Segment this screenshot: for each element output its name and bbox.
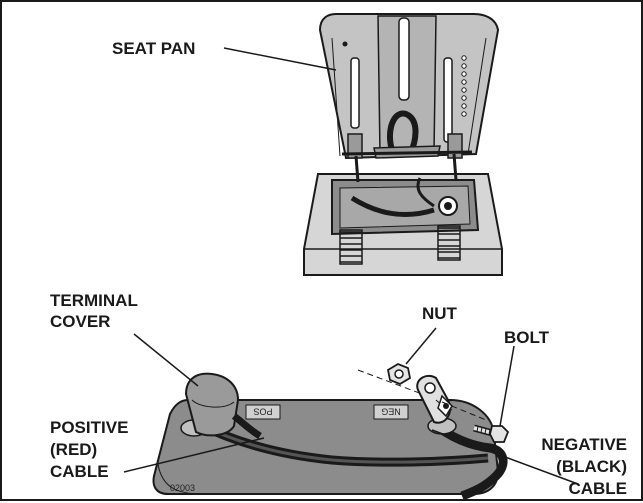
leader-bolt [499, 345, 515, 427]
battery-illustration: POS NEG 02003 [152, 362, 510, 501]
label-positive-line3: CABLE [50, 462, 109, 481]
seat-compartment-illustration [303, 13, 503, 276]
assembly-axis-line [357, 369, 487, 421]
label-bolt: BOLT [504, 328, 550, 347]
label-nut: NUT [422, 304, 457, 323]
label-terminal-cover-line2: COVER [50, 312, 111, 331]
neg-marking: NEG [381, 407, 401, 417]
pos-marking: POS [253, 407, 272, 417]
leader-nut [405, 327, 437, 365]
label-terminal-cover-line1: TERMINAL [50, 291, 138, 310]
seat-spring-right [437, 225, 461, 261]
label-positive-line2: (RED) [50, 440, 98, 459]
leader-terminal-cover [133, 333, 199, 387]
label-positive-line1: POSITIVE [50, 418, 129, 437]
leader-seat-pan [223, 47, 337, 71]
seat-spring-left [339, 229, 363, 265]
terminal-cover-boot [184, 372, 240, 437]
nut [386, 362, 412, 386]
bolt [473, 424, 510, 443]
label-seat-pan: SEAT PAN [112, 39, 196, 58]
label-negative-line3: CABLE [568, 479, 627, 498]
leader-negative-cable [431, 429, 579, 485]
figure-code: 02003 [170, 483, 195, 493]
pan-cable-loop [386, 110, 419, 156]
label-negative-line1: NEGATIVE [541, 435, 627, 454]
label-negative-line2: (BLACK) [556, 457, 627, 476]
leader-positive-cable [123, 437, 265, 473]
leader-lines [123, 47, 579, 485]
